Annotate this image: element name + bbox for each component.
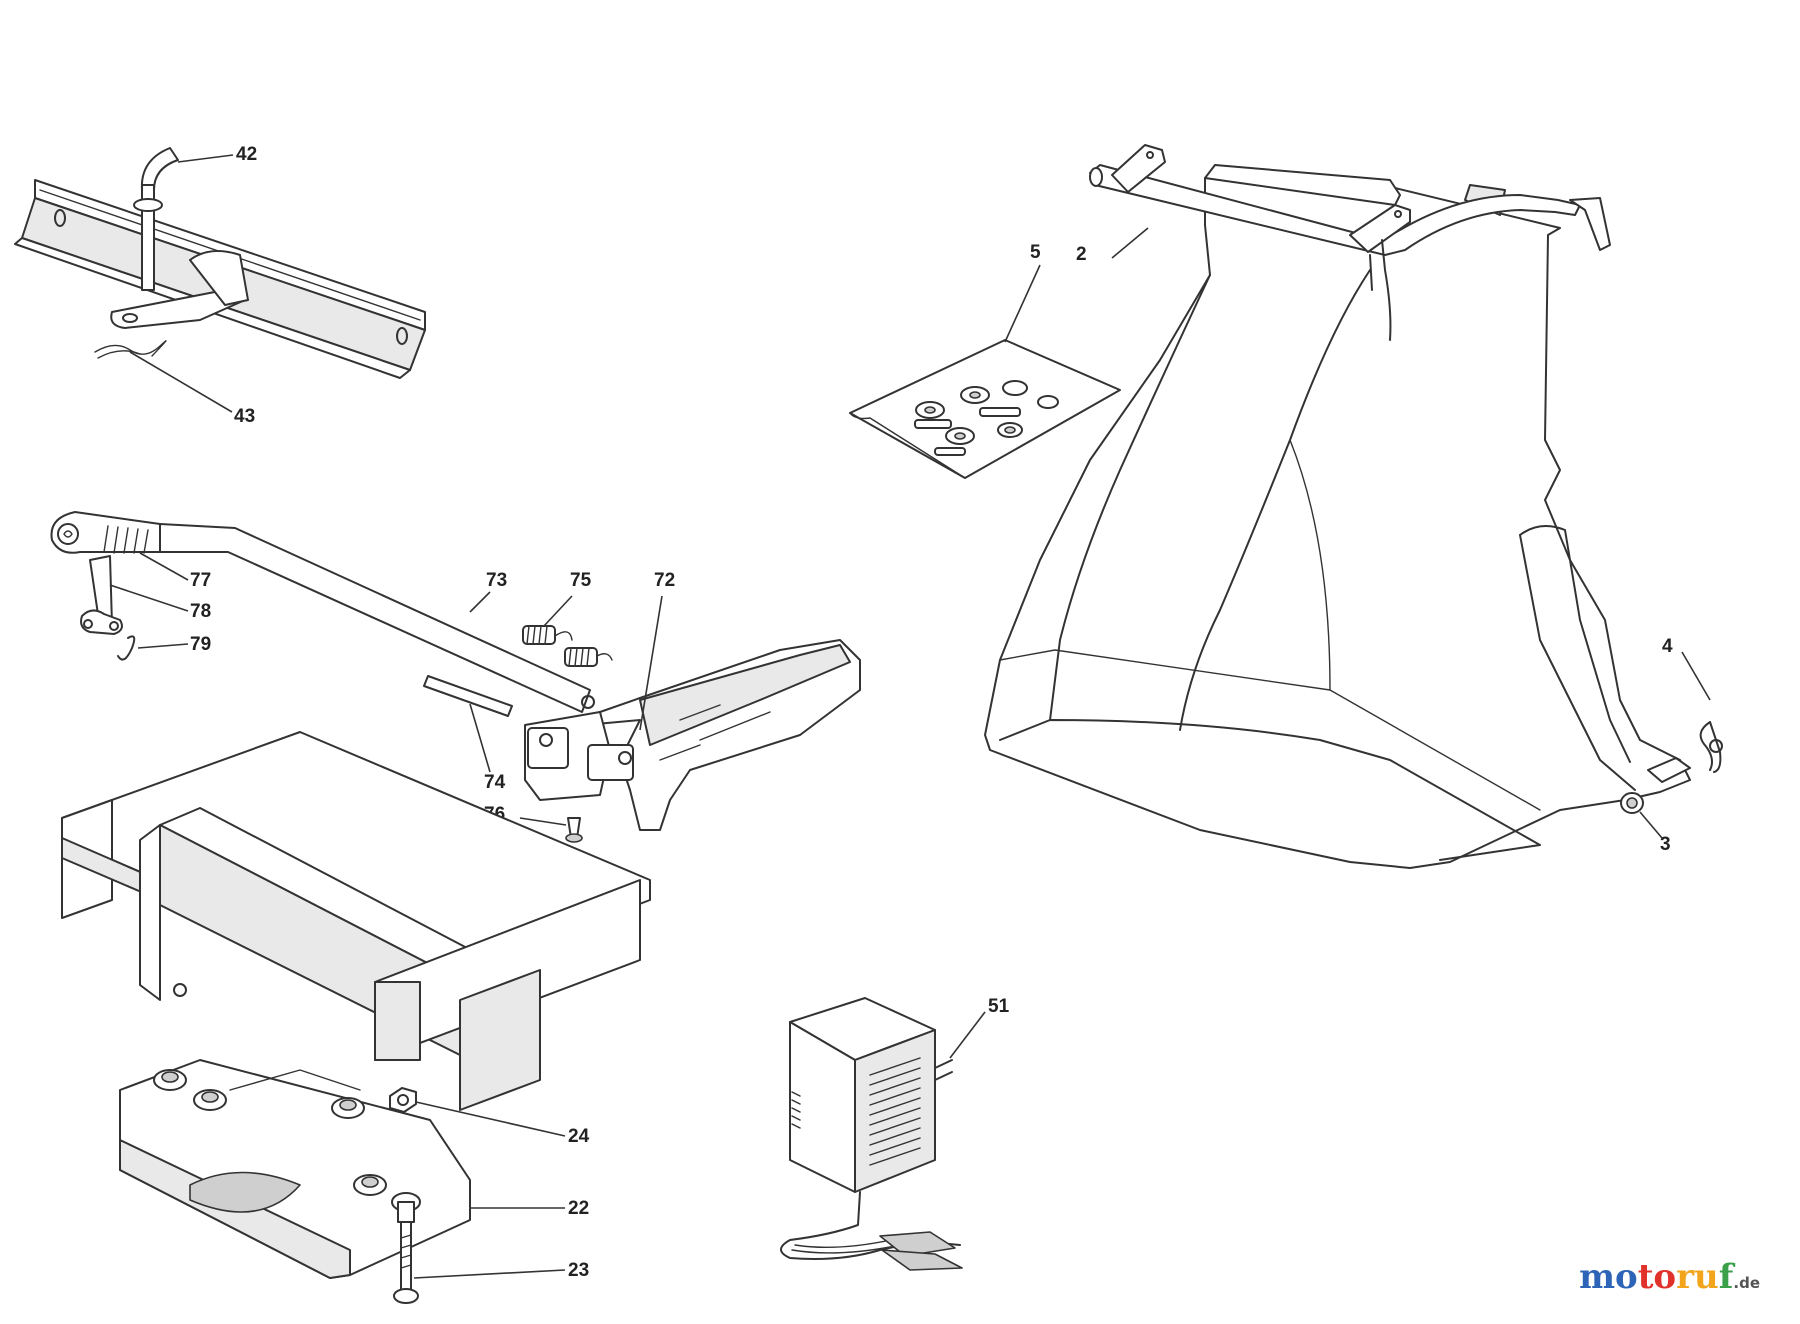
callout-79: 79 [190, 634, 211, 655]
motoruf-watermark-logo: motoruf.de [1579, 1257, 1760, 1297]
callout-78: 78 [190, 601, 211, 622]
callout-77: 77 [190, 570, 211, 591]
callout-5: 5 [1030, 242, 1041, 263]
leader-75 [543, 595, 573, 627]
frame-and-weight-assembly [61, 731, 651, 1304]
callout-42: 42 [236, 144, 257, 165]
callout-3: 3 [1660, 834, 1671, 855]
callout-4: 4 [1662, 636, 1673, 657]
watermark-part-4: f [1718, 1257, 1734, 1297]
hardware-bag [849, 339, 1121, 479]
callout-43: 43 [234, 406, 255, 427]
callout-22: 22 [568, 1198, 589, 1219]
bag-contents [914, 380, 1059, 456]
leader-2 [1111, 227, 1149, 259]
leader-76 [519, 817, 567, 826]
leader-23 [413, 1269, 566, 1279]
leader-79 [137, 643, 189, 649]
watermark-part-2: to [1637, 1257, 1677, 1297]
leader-78 [109, 584, 189, 612]
handle-grip-assembly [50, 511, 161, 661]
watermark-part-1: mo [1579, 1257, 1638, 1297]
leader-73 [469, 591, 491, 613]
rail-bracket-assembly [14, 147, 426, 379]
callout-23: 23 [568, 1260, 589, 1281]
leader-42 [177, 154, 234, 163]
callout-75: 75 [570, 570, 592, 591]
callout-72: 72 [654, 570, 675, 591]
callout-74: 74 [484, 772, 506, 793]
callout-2: 2 [1076, 244, 1087, 265]
leader-4 [1681, 651, 1711, 701]
grass-catcher [984, 144, 1723, 869]
leader-51 [949, 1011, 986, 1059]
battery-charger [780, 997, 963, 1271]
leader-43 [129, 351, 233, 413]
watermark-part-3: ru [1676, 1257, 1719, 1297]
leader-3 [1639, 811, 1663, 839]
spring-pair [522, 625, 613, 667]
leader-24 [415, 1101, 566, 1137]
watermark-suffix: .de [1733, 1274, 1760, 1292]
leader-5 [1004, 264, 1041, 343]
charger-vents [791, 1057, 921, 1166]
leader-74 [469, 703, 491, 773]
lever-rod-assembly [159, 523, 861, 843]
callout-73: 73 [486, 570, 507, 591]
callout-24: 24 [568, 1126, 590, 1147]
callout-51: 51 [988, 996, 1010, 1017]
leader-77 [139, 552, 189, 581]
leader-72 [639, 595, 663, 731]
